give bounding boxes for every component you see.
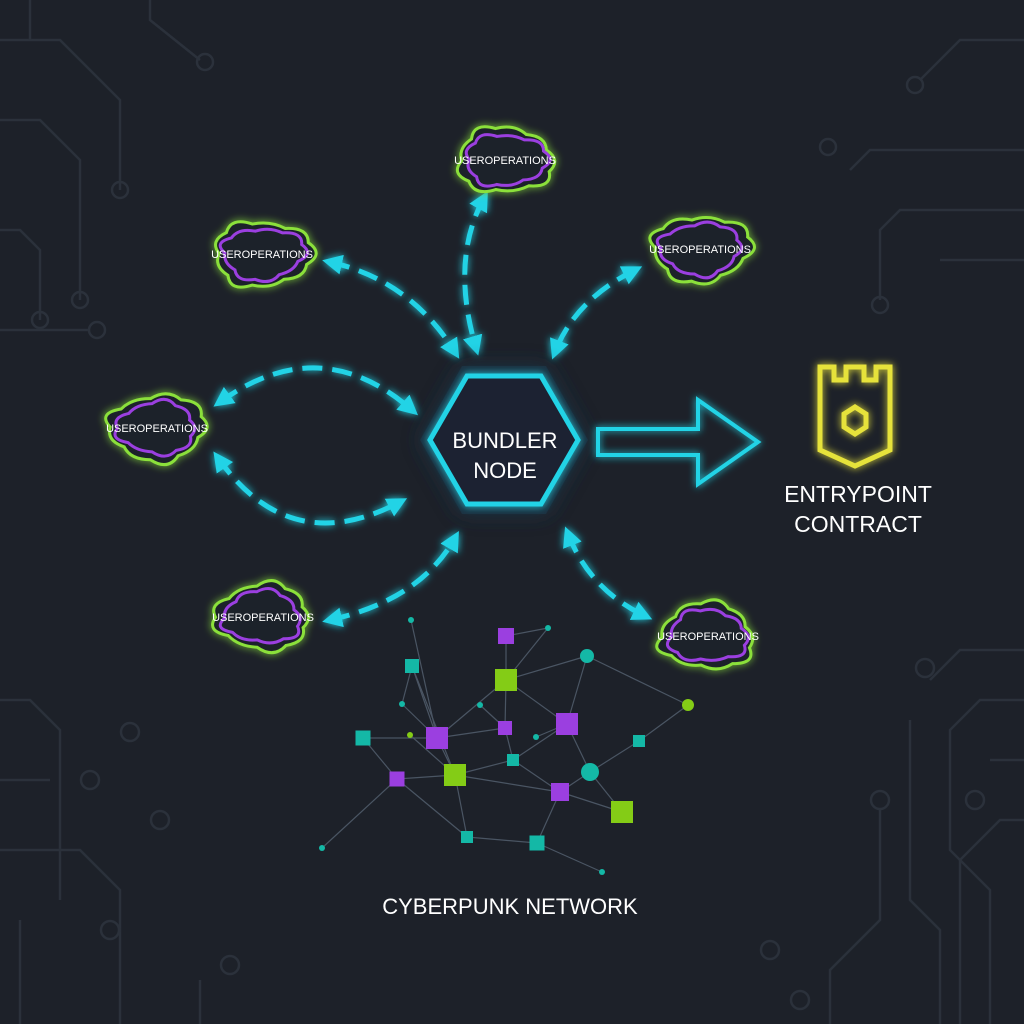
cloud-label: USEROPERATIONS [211,249,313,261]
network-node [611,801,633,823]
network-node [495,669,517,691]
cloud-outline-inner [218,587,302,645]
network-node [545,625,551,631]
cloud-useroperations: USEROPERATIONS [454,125,557,194]
network-edge [321,778,398,849]
network-node [682,699,694,711]
network-node [461,831,473,843]
cloud-outline-inner [665,607,750,662]
network-node [477,702,483,708]
arrow-left-upper [213,365,419,416]
network-edge [638,704,689,742]
network-node [426,727,448,749]
network-edge [396,778,468,838]
cloud-outline-inner [218,227,309,284]
cloud-useroperations: USEROPERATIONS [211,220,318,289]
bundler-node: BUNDLER NODE [420,366,588,514]
connection-arrows [213,190,653,628]
network-edge [466,836,538,844]
cloud-useroperations: USEROPERATIONS [211,579,314,655]
bundler-label-line2: NODE [473,458,537,483]
network-node [533,734,539,740]
cloud-label: USEROPERATIONS [657,631,759,643]
cloud-label: USEROPERATIONS [454,155,556,167]
cloud-useroperations: USEROPERATIONS [648,216,756,286]
entrypoint-label-line2: CONTRACT [794,511,922,537]
entrypoint-contract: ENTRYPOINT CONTRACT [784,364,932,537]
network-node [498,628,514,644]
cloud-outline-outer [455,125,557,194]
network-node [399,701,405,707]
network-node [633,735,645,747]
network-node [498,721,512,735]
cloud-useroperations: USEROPERATIONS [104,392,209,467]
castle-tower-icon [817,364,893,469]
network-node [408,617,414,623]
network-node [599,869,605,875]
network-edge [536,842,603,873]
network-edge [589,740,640,773]
network-edge [505,655,588,681]
cloud-outline-inner [113,397,197,458]
cloud-outline-inner [464,133,552,188]
network-node [580,649,594,663]
arrow-bottom-right [563,526,653,620]
network-node [507,754,519,766]
network-node [389,771,405,787]
bundle-to-entrypoint-arrow [596,396,762,488]
network-node [319,845,325,851]
network-node [405,659,419,673]
cloud-label: USEROPERATIONS [212,612,314,624]
network-node [581,763,599,781]
network-edge [410,619,438,739]
network-node [355,730,371,746]
arrow-top-right [549,266,643,360]
cloud-label: USEROPERATIONS [649,244,751,256]
network-edge [436,727,506,739]
entrypoint-label-line1: ENTRYPOINT [784,481,932,507]
hexagon-icon [427,373,581,507]
network-node [556,713,578,735]
network-edge [454,774,561,793]
arrow-top-left [322,254,460,359]
useroperations-clouds: USEROPERATIONS USEROPERATIONS USEROPERATIO… [104,125,759,671]
arrow-bottom-left [322,531,459,628]
cloud-outline-inner [655,220,744,280]
arrow-left-lower [213,451,408,526]
cloud-label: USEROPERATIONS [106,423,208,435]
network-node [407,732,413,738]
network-node [551,783,569,801]
network-edge [586,655,689,706]
network-node [444,764,466,786]
network-label: CYBERPUNK NETWORK [382,894,638,919]
cloud-useroperations: USEROPERATIONS [655,598,759,671]
network-edge [436,679,507,739]
network-edge [566,655,588,725]
network-node [529,835,545,851]
arrow-top [462,190,488,356]
bundler-label-line1: BUNDLER [452,428,557,453]
cyberpunk-network [319,617,694,875]
